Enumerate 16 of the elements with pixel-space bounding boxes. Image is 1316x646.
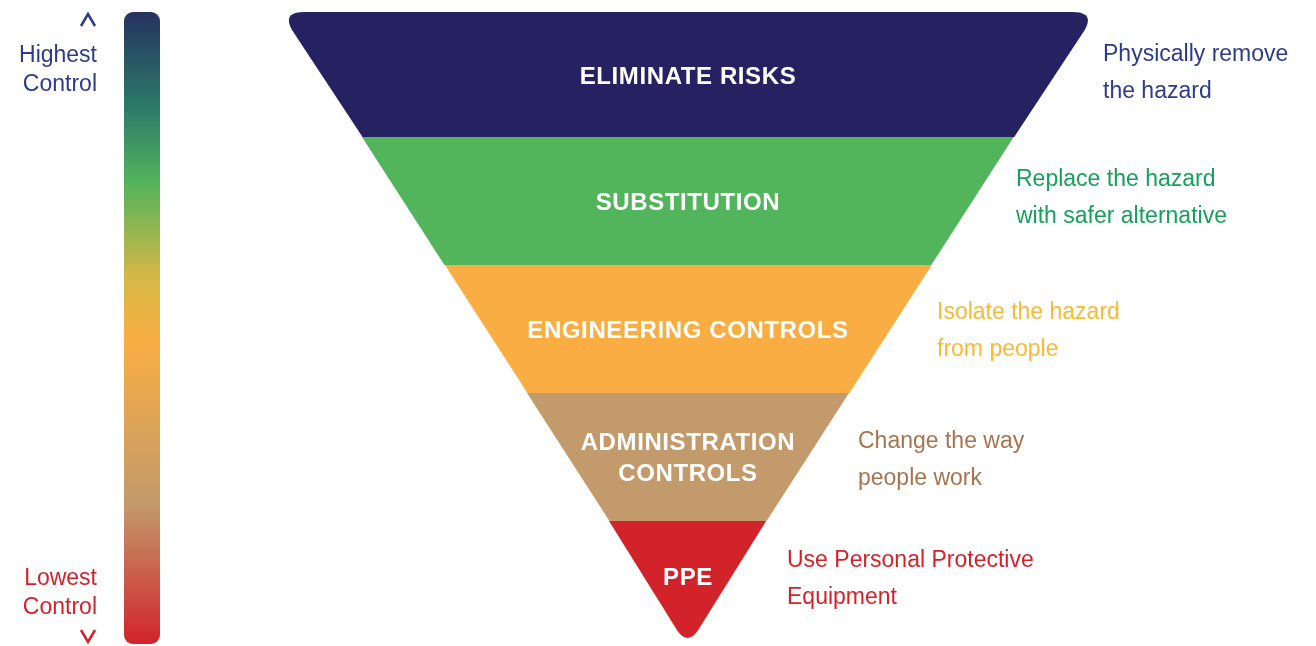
band-label: SUBSTITUTION [595, 186, 781, 217]
scale-label: Highest Control [18, 40, 97, 98]
pyramid-band [362, 137, 1014, 265]
description-text: Physically remove the hazard [1103, 39, 1290, 105]
description-text: Isolate the hazard from people [937, 297, 1121, 363]
description-text: Replace the hazard with safer alternative [1016, 164, 1228, 230]
band-label: ENGINEERING CONTROLS [527, 314, 849, 345]
band-label: PPE [663, 561, 713, 592]
band-label: ADMINISTRATION CONTROLS [579, 427, 797, 488]
gradient-scale-bar [122, 11, 162, 645]
pyramid-band [444, 265, 932, 393]
description-text: Change the way people work [858, 426, 1026, 492]
scale-label: Lowest Control [21, 563, 97, 621]
band-label: ELIMINATE RISKS [579, 60, 797, 90]
pyramid-band [527, 393, 849, 521]
description-text: Use Personal Protective Equipment [787, 545, 1035, 611]
